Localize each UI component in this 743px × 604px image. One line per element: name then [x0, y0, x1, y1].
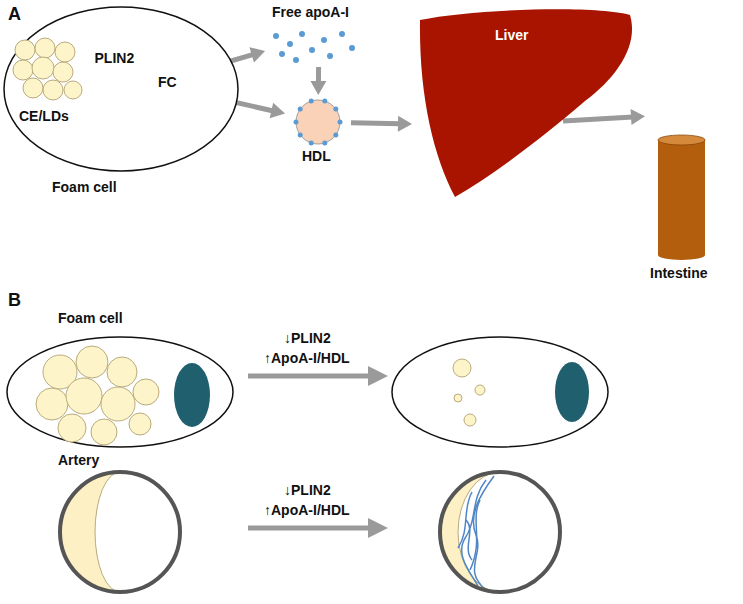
panel-letter: A — [8, 4, 21, 25]
condition-label: ↓PLIN2 — [284, 330, 331, 347]
flow-arrow — [310, 67, 326, 95]
node-label: Free apoA-I — [272, 4, 349, 21]
node-label: Foam cell — [52, 179, 117, 196]
condition-label: ↑ApoA-I/HDL — [264, 502, 350, 519]
edge-label: PLIN2 — [95, 50, 135, 67]
intestine: Intestine — [648, 115, 716, 285]
process-arrow — [248, 366, 388, 538]
liver: Liver — [415, 5, 560, 200]
lipid-droplets-shape — [13, 38, 87, 104]
artery-before — [60, 472, 180, 592]
foam-cell-before — [7, 337, 233, 447]
flow-arrow — [351, 116, 412, 132]
artery-after — [440, 472, 560, 592]
node-label: HDL — [302, 148, 331, 165]
flow-arrow — [563, 109, 645, 125]
node-label: FC — [158, 74, 177, 91]
section-title: Foam cell — [58, 310, 123, 327]
free-apoa1: Free apoA-I — [268, 4, 378, 64]
intestine-shape — [648, 115, 716, 261]
lipid-droplets: CE/LDs — [13, 38, 87, 130]
hdl-particle: HDL — [288, 98, 348, 168]
foam-cell: Foam cell CE/LDs FC — [2, 5, 240, 199]
panel-letter: B — [8, 290, 21, 311]
section-title: Artery — [58, 452, 99, 469]
free-cholesterol: FC — [150, 62, 186, 104]
node-label: CE/LDs — [19, 108, 69, 125]
hdl-particle-shape — [288, 98, 348, 148]
condition-label: ↓PLIN2 — [284, 482, 331, 499]
condition-label: ↑ApoA-I/HDL — [264, 350, 350, 367]
foam-cell-after — [392, 337, 608, 447]
node-label: Intestine — [650, 265, 708, 282]
node-label: Liver — [495, 27, 528, 44]
